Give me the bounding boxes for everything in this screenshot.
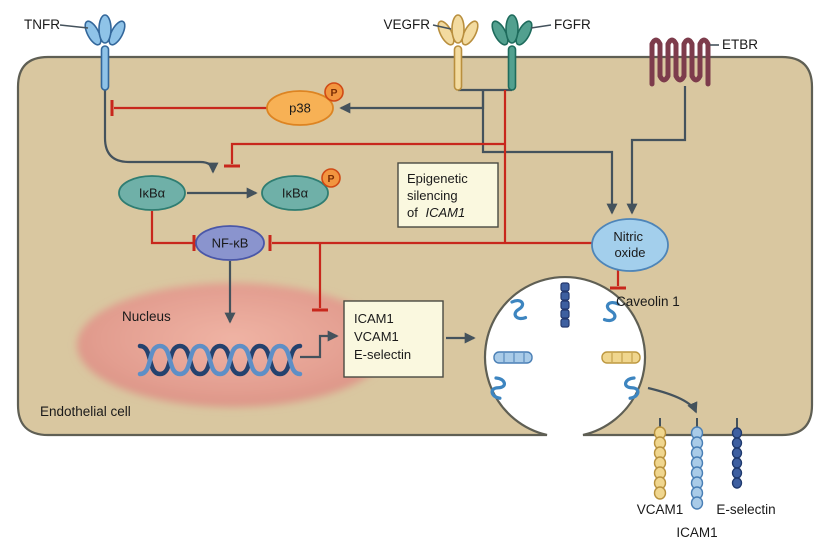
eselectin-in-caveola-icon bbox=[560, 282, 570, 328]
adhesion-box-line1: ICAM1 bbox=[354, 311, 394, 326]
tnfr-lobe-right bbox=[108, 20, 126, 46]
tnfr-stalk bbox=[100, 45, 110, 91]
epigenetic-note-line2: silencing bbox=[407, 188, 458, 203]
fgfr-stalk bbox=[507, 45, 517, 91]
vegfr-lobe-center bbox=[451, 14, 465, 44]
tnfr-lobe-center bbox=[98, 14, 112, 44]
fgfr-lobe-left bbox=[491, 20, 509, 46]
nitric-oxide-line1: Nitric bbox=[613, 229, 643, 244]
ikba-phosphorylated-label: IκBα bbox=[282, 186, 309, 201]
ikba-node bbox=[118, 175, 186, 211]
p38-label: p38 bbox=[289, 101, 311, 116]
etbr-label: ETBR bbox=[722, 37, 758, 52]
adhesion-molecules-box bbox=[343, 300, 444, 378]
inhibit-ikba-to-nfkb bbox=[150, 211, 193, 245]
fgfr-lobe-center bbox=[505, 14, 519, 44]
epigenetic-note-box bbox=[397, 162, 499, 228]
endothelial-cell-label: Endothelial cell bbox=[40, 404, 131, 419]
vegfr-stalk bbox=[453, 45, 463, 91]
phospho-badge-p38 bbox=[324, 82, 344, 102]
vcam1-label: VCAM1 bbox=[637, 502, 684, 517]
dna-strand-dark bbox=[137, 343, 303, 377]
vegfr-lobe-right bbox=[461, 20, 479, 46]
nitric-oxide-line2: oxide bbox=[614, 245, 645, 260]
inhibit-branch-ikba bbox=[230, 142, 505, 164]
receptor-coil-icon bbox=[507, 297, 530, 322]
fgfr-label: FGFR bbox=[554, 17, 591, 32]
epigenetic-note-line3: of ICAM1 bbox=[407, 205, 465, 220]
tnfr-label: TNFR bbox=[24, 17, 60, 32]
nucleus-label: Nucleus bbox=[122, 309, 171, 324]
icam1-in-caveola-icon bbox=[493, 351, 533, 364]
icam1-label: ICAM1 bbox=[676, 525, 717, 540]
ikba-label: IκBα bbox=[139, 186, 166, 201]
vcam1-protein-icon bbox=[653, 418, 667, 500]
arrow-vegfr-fgfr-to-nitric-oxide bbox=[481, 90, 618, 215]
tnfr-label-connector bbox=[59, 24, 89, 29]
phospho-badge-ikba-label: P bbox=[327, 173, 334, 185]
nucleus-shape bbox=[77, 283, 389, 407]
nitric-oxide-label: Nitric oxide bbox=[613, 229, 646, 260]
eselectin-label: E-selectin bbox=[716, 502, 775, 517]
arrow-transcription-to-adhesion-box bbox=[300, 330, 339, 359]
arrow-etbr-to-nitric-oxide bbox=[626, 86, 687, 215]
icam1-protein-icon bbox=[690, 418, 704, 510]
ikba-phosphorylated-node bbox=[261, 175, 329, 211]
etbr-receptor-icon bbox=[649, 37, 711, 87]
phospho-badge-ikba bbox=[321, 168, 341, 188]
nitric-oxide-node bbox=[591, 218, 669, 272]
epigenetic-note-line3-gene: ICAM1 bbox=[425, 205, 465, 220]
fgfr-receptor-icon bbox=[491, 14, 533, 91]
p38-node bbox=[266, 90, 334, 126]
vegfr-label: VEGFR bbox=[383, 17, 430, 32]
fgfr-lobe-right bbox=[515, 20, 533, 46]
arrow-tnfr-to-ikba bbox=[103, 90, 219, 174]
phospho-badge-p38-label: P bbox=[330, 87, 337, 99]
caveolin-label: Caveolin 1 bbox=[616, 294, 680, 309]
nfkb-node bbox=[195, 225, 265, 261]
arrow-caveola-to-surface-proteins bbox=[647, 386, 698, 414]
fgfr-label-connector bbox=[530, 24, 552, 29]
dna-strand-light bbox=[137, 343, 303, 377]
epigenetic-note-line1: Epigenetic bbox=[407, 171, 468, 186]
caveola-contents bbox=[484, 282, 646, 402]
vegfr-label-connector bbox=[432, 24, 452, 30]
adhesion-box-line2: VCAM1 bbox=[354, 329, 399, 344]
nfkb-label: NF-κB bbox=[212, 236, 249, 251]
vcam1-in-caveola-icon bbox=[601, 351, 641, 364]
dna-helix bbox=[137, 343, 303, 377]
epigenetic-note-line3-prefix: of bbox=[407, 205, 418, 220]
tnfr-lobe-left bbox=[84, 20, 102, 46]
eselectin-protein-icon bbox=[731, 418, 743, 489]
adhesion-box-line3: E-selectin bbox=[354, 347, 411, 362]
tnfr-receptor-icon bbox=[84, 14, 126, 91]
